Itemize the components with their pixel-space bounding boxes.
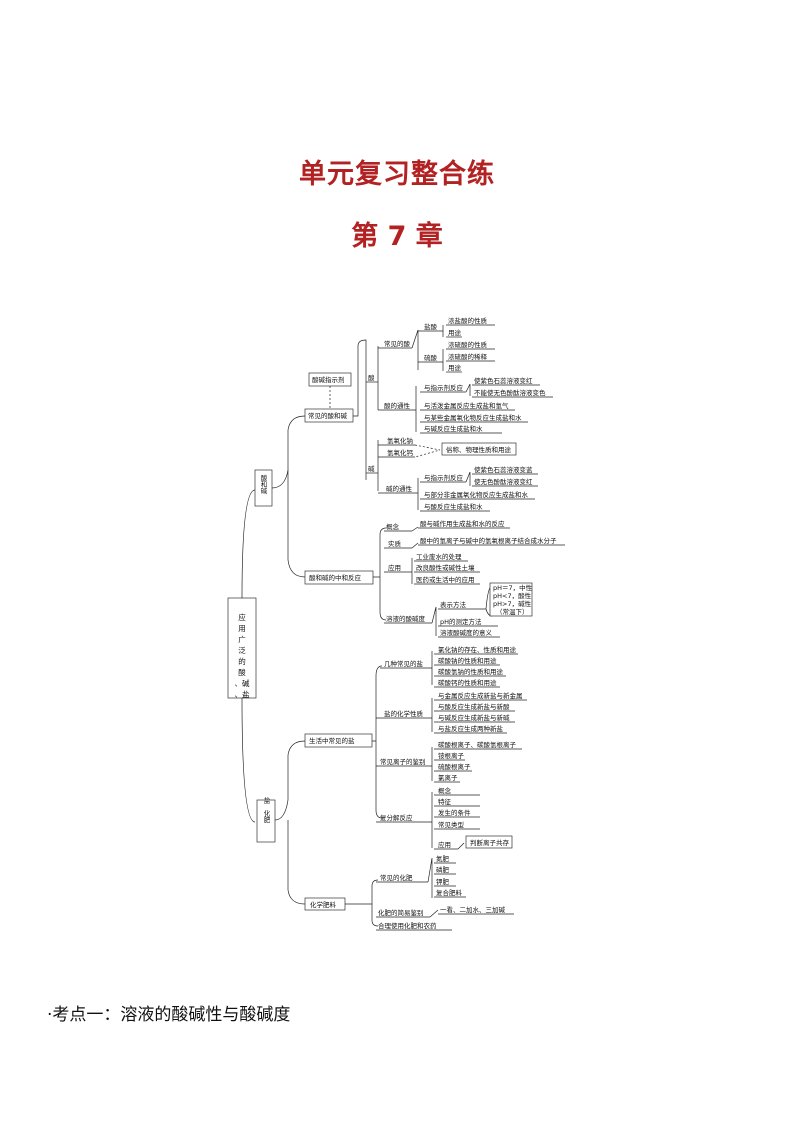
dd-feature: 特征 — [438, 797, 452, 806]
salt-acid: 与酸反应生成新盐与新酸 — [438, 702, 510, 711]
fert-potassium: 钾肥 — [436, 877, 450, 886]
hcl-node: 盐酸 — [424, 322, 438, 331]
ph-representation: 表示方法 — [440, 600, 467, 609]
ion-chloride: 氯离子 — [438, 773, 458, 782]
acid-metal-reaction: 与活泼金属反应生成盐和氢气 — [424, 401, 509, 410]
neutralization-node: 酸和碱的中和反应 — [309, 573, 362, 582]
base-phenolphthalein: 使无色酚酞溶液变红 — [474, 477, 533, 486]
svg-text:酸: 酸 — [238, 667, 246, 677]
h2so4-property: 浓硫酸的性质 — [448, 340, 488, 349]
base-oxide-reaction: 与部分非金属氧化物反应生成盐和水 — [424, 490, 529, 499]
ph-basic: pH>7，碱性 — [493, 599, 532, 608]
hcl-property: 浓盐酸的性质 — [448, 316, 488, 325]
dd-types: 常见类型 — [438, 820, 465, 829]
chapter-title: 第 7 章 — [351, 221, 443, 252]
indicator-node: 酸碱指示剂 — [312, 375, 345, 384]
acid-general-node: 酸的通性 — [384, 401, 411, 410]
app-soil: 改良酸性或碱性土壤 — [416, 563, 475, 572]
common-salt-node: 生活中常见的盐 — [309, 736, 355, 745]
concept-map: 应 用 广 泛 的 酸 、碱 、盐 酸和碱 常见的酸和碱 酸碱指示剂 酸 碱 常… — [227, 316, 565, 931]
app-wastewater: 工业废水的处理 — [416, 552, 462, 561]
salt-base: 与碱反应生成新盐与新碱 — [438, 713, 510, 722]
caoh-node: 氢氧化钙 — [387, 448, 414, 457]
h2so4-dilution: 浓硫酸的稀释 — [448, 352, 488, 361]
neutralization-essence: 实质 — [388, 539, 402, 548]
base-general-node: 碱的通性 — [386, 484, 413, 493]
double-decomp-node: 复分解反应 — [380, 813, 413, 822]
acid-oxide-reaction: 与某些金属氧化物反应生成盐和水 — [424, 413, 522, 422]
svg-text:用: 用 — [238, 624, 246, 633]
h2so4-node: 硫酸 — [424, 353, 438, 362]
base-indicator-node: 与指示剂反应 — [424, 473, 464, 482]
acid-indicator-node: 与指示剂反应 — [424, 383, 464, 392]
ph-acidic: pH<7，酸性 — [493, 591, 532, 600]
svg-text:广: 广 — [238, 634, 246, 644]
ion-sulfate: 硫酸根离子 — [438, 762, 471, 771]
ph-neutral: pH＝7，中性 — [493, 583, 533, 592]
neutralization-essence-text: 酸中的氢离子与碱中的氢氧根离子结合成水分子 — [420, 536, 557, 545]
dd-application: 应用 — [438, 840, 451, 849]
svg-text:应: 应 — [238, 612, 246, 622]
salt-na2co3: 碳酸钠的性质和用途 — [438, 656, 497, 665]
salt-salt: 与盐反应生成两种新盐 — [438, 724, 504, 733]
ph-room-temp: （常温下） — [496, 607, 529, 616]
section-heading: ·考点一：溶液的酸碱性与酸碱度 — [47, 1005, 291, 1025]
dd-ion-coexist: 判断离子共存 — [470, 838, 510, 847]
ion-ammonium: 铵根离子 — [438, 751, 465, 760]
svg-text:、碱: 、碱 — [235, 679, 250, 688]
base-property-node: 俗称、物理性质和用途 — [446, 445, 512, 454]
naoh-node: 氢氧化钠 — [387, 436, 413, 445]
branch-salt-label: 盐 化肥 — [262, 796, 270, 825]
common-acid-node: 常见的酸 — [384, 339, 411, 348]
branch-salt-fertilizer — [256, 799, 276, 843]
svg-text:、盐: 、盐 — [235, 689, 250, 699]
fert-reasonable-use: 合理使用化肥和农药 — [378, 921, 437, 930]
root-box — [227, 597, 257, 699]
dd-condition: 发生的条件 — [438, 808, 471, 817]
acid-base-reaction: 与碱反应生成盐和水 — [424, 424, 483, 433]
fert-identify-steps: 一看、二加水、三加碱 — [440, 905, 506, 914]
page-title: 单元复习整合练 — [299, 159, 495, 190]
base-node: 碱 — [368, 465, 375, 473]
dd-concept: 概念 — [438, 786, 452, 795]
acid-node: 酸 — [368, 373, 375, 382]
ph-measure: pH的测定方法 — [440, 617, 482, 626]
acid-phenolphthalein: 不能使无色酚酞溶液变色 — [474, 388, 546, 397]
fert-compound: 复合肥料 — [436, 888, 463, 897]
neutralization-app: 应用 — [388, 563, 401, 572]
svg-text:泛: 泛 — [238, 645, 246, 655]
ph-node: 溶液的酸碱度 — [386, 614, 426, 623]
app-medicine: 医药或生活中的应用 — [416, 575, 475, 584]
neutralization-concept-text: 酸与碱作用生成盐和水的反应 — [420, 519, 505, 528]
ion-id-node: 常见离子的鉴别 — [380, 757, 426, 766]
salt-nacl: 氯化钠的存在、性质和用途 — [438, 645, 517, 654]
svg-text:的: 的 — [238, 656, 246, 666]
salt-chemistry-node: 盐的化学性质 — [384, 709, 424, 718]
ion-carbonate: 碳酸根离子、碳酸氢根离子 — [438, 740, 517, 749]
root-label: 应 用 广 泛 的 酸 、碱 、盐 — [235, 612, 250, 699]
several-salts-node: 几种常见的盐 — [384, 659, 424, 668]
base-acid-reaction: 与酸反应生成盐和水 — [424, 502, 483, 511]
neutralization-concept: 概念 — [386, 522, 400, 531]
ph-meaning: 溶液酸碱度的意义 — [440, 628, 493, 637]
fert-nitrogen: 氮肥 — [436, 854, 450, 863]
acid-litmus: 使紫色石蕊溶液变红 — [474, 376, 533, 385]
branch-acid-base-label: 酸和碱 — [259, 473, 267, 495]
fertilizer-node: 化学肥料 — [310, 900, 337, 909]
hcl-usage: 用途 — [448, 328, 462, 337]
base-litmus: 使紫色石蕊溶液变蓝 — [474, 465, 533, 474]
fert-identify: 化肥的简易鉴别 — [378, 908, 424, 917]
salt-metal: 与金属反应生成新盐与新金属 — [438, 691, 523, 700]
salt-caco3: 碳酸钙的性质和用途 — [438, 678, 497, 687]
fert-phosphorus: 磷肥 — [436, 865, 450, 874]
h2so4-usage: 用途 — [448, 363, 462, 372]
common-fertilizer-node: 常见的化肥 — [380, 873, 413, 882]
salt-nahco3: 碳酸氢钠的性质和用途 — [438, 667, 504, 676]
common-acid-base-node: 常见的酸和碱 — [308, 411, 348, 420]
